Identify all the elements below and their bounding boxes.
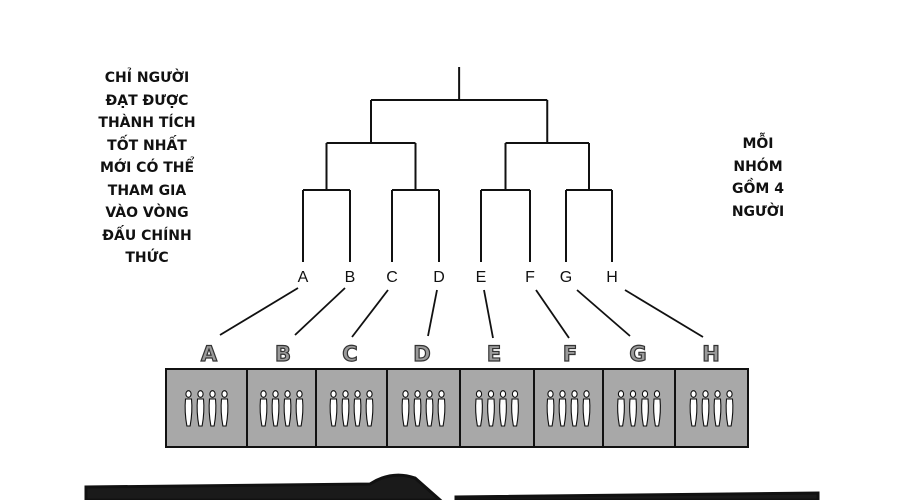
group-label: B (275, 342, 291, 366)
player-figure (220, 390, 229, 427)
caption-left-line: TỐT NHẤT (107, 137, 187, 154)
bracket-lines (302, 67, 613, 262)
bracket-slot-label: H (606, 269, 618, 286)
player-figure (641, 390, 649, 427)
group-label: D (413, 342, 430, 366)
group-labels: A B C D E F G H (200, 341, 720, 366)
player-figure (653, 390, 661, 427)
group-connector-line (294, 287, 346, 336)
player-figure (475, 390, 483, 427)
player-figure (689, 390, 698, 427)
player-figure (582, 390, 591, 427)
group-box-border (674, 368, 749, 448)
player-figure (570, 390, 579, 427)
group-label: E (487, 342, 501, 366)
group-connector-line (576, 289, 631, 337)
player-figure (259, 390, 268, 427)
player-figure (353, 390, 362, 427)
caption-left-line: CHỈ NGƯỜI (104, 70, 190, 86)
player-figure (196, 390, 205, 427)
player-figure (341, 390, 350, 427)
group-connector-line (351, 289, 389, 338)
bracket-slot-label: G (560, 269, 572, 286)
player-figure (283, 390, 292, 427)
group-connector-line (535, 289, 570, 339)
caption-left-line: THAM GIA (107, 182, 187, 199)
player-figure (511, 390, 519, 427)
caption-right: MỖI NHÓM GỒM 4 NGƯỜI (718, 133, 798, 223)
bracket-slot-label: E (476, 269, 487, 286)
caption-right-line: GỒM 4 (732, 181, 784, 197)
caption-right-line: NGƯỜI (731, 203, 785, 220)
group-connector-line (624, 289, 704, 338)
caption-left-line: VÀO VÒNG (105, 205, 189, 221)
player-figure (713, 390, 722, 427)
caption-right-line: NHÓM (733, 158, 783, 175)
player-figure (365, 390, 374, 427)
bracket-slot-label: B (345, 269, 356, 286)
bracket-slot-label: A (298, 269, 309, 286)
group-box (246, 368, 317, 448)
group-label: C (342, 342, 357, 366)
group-box (674, 368, 749, 448)
group-box (386, 368, 461, 448)
player-figure (271, 390, 280, 427)
caption-right-line: MỖI (742, 136, 774, 152)
bottom-panel-edge (84, 473, 820, 500)
group-box (602, 368, 676, 448)
group-connector-line (483, 289, 494, 339)
next-panel-edge-left (84, 473, 443, 500)
player-figure (546, 390, 555, 427)
player-figure (629, 390, 637, 427)
caption-left-line: ĐẠT ĐƯỢC (105, 92, 189, 109)
player-figure (558, 390, 567, 427)
player-figure (425, 390, 434, 427)
bracket-slot-labels: A B C D E F G H (298, 269, 618, 286)
player-figure (487, 390, 495, 427)
caption-left-line: THÀNH TÍCH (98, 115, 196, 131)
bracket-slot-label: F (525, 269, 535, 286)
group-label: G (629, 342, 646, 366)
bracket-slot-label: C (386, 269, 398, 286)
player-figure (413, 390, 422, 427)
player-figure (184, 390, 193, 427)
player-figure (701, 390, 710, 427)
player-figure (617, 390, 625, 427)
caption-left-line: THỨC (125, 250, 169, 266)
caption-left-line: ĐẤU CHÍNH (102, 227, 192, 244)
group-label: H (702, 342, 720, 366)
player-figure (437, 390, 446, 427)
group-label: F (563, 342, 577, 366)
player-figure (401, 390, 410, 427)
player-figure (499, 390, 507, 427)
player-figure (329, 390, 338, 427)
group-connector-line (427, 289, 438, 337)
group-boxes (165, 368, 749, 448)
player-figure (725, 390, 734, 427)
caption-left-line: MỚI CÓ THỂ (99, 160, 195, 176)
group-connector-line (219, 287, 299, 336)
group-connectors (219, 287, 704, 339)
bracket-slot-label: D (433, 269, 445, 286)
caption-left: CHỈ NGƯỜI ĐẠT ĐƯỢC THÀNH TÍCH TỐT NHẤT M… (82, 67, 212, 270)
player-figure (295, 390, 304, 427)
group-label: A (201, 342, 218, 366)
player-figure (208, 390, 217, 427)
next-panel-edge-right (454, 491, 820, 500)
